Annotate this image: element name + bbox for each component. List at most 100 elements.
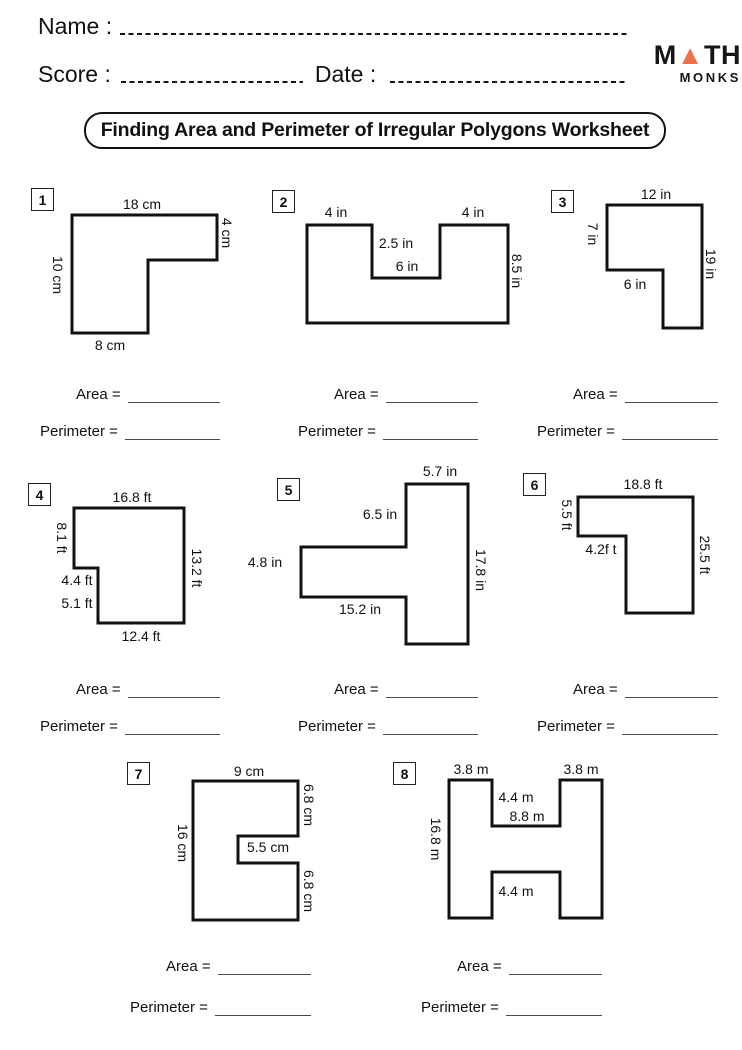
dimension-label: 5.5 cm [247, 839, 289, 855]
dimension-label: 5.7 in [423, 463, 457, 479]
dimension-label: 3.8 m [563, 761, 598, 777]
problem-7-area-row: Area = [166, 956, 311, 975]
dimension-label: 8.8 m [509, 808, 544, 824]
problem-1-perimeter-row: Perimeter = [40, 421, 220, 440]
logo-m: M [653, 40, 677, 70]
area-label: Area = [334, 680, 379, 698]
problem-1-number-box: 1 [31, 188, 54, 211]
area-blank [508, 955, 602, 975]
dimension-label: 5.5 ft [559, 499, 575, 530]
area-label: Area = [76, 680, 121, 698]
dimension-label: 4.4 ft [61, 572, 92, 588]
problem-5-shape [299, 482, 470, 646]
dimension-label: 16.8 m [428, 818, 444, 861]
problem-5-perimeter-row: Perimeter = [298, 716, 478, 735]
problem-8-area-row: Area = [457, 956, 602, 975]
problem-7-perimeter-row: Perimeter = [130, 997, 311, 1016]
perimeter-blank [505, 996, 602, 1016]
area-label: Area = [76, 385, 121, 403]
area-blank [217, 955, 311, 975]
problem-5-figure: 5.7 in 6.5 in 4.8 in 15.2 in 17.8 in [248, 463, 489, 646]
dimension-label: 4.8 in [248, 554, 282, 570]
problem-2-shape [305, 223, 510, 325]
score-line [120, 62, 303, 86]
logo-th: TH [704, 40, 741, 70]
dimension-label: 15.2 in [339, 601, 381, 617]
perimeter-blank [382, 715, 478, 735]
problem-6-area-row: Area = [573, 679, 718, 698]
area-label: Area = [457, 957, 502, 975]
name-label: Name : [38, 13, 113, 39]
dimension-label: 6 in [624, 276, 647, 292]
dimension-label: 4 in [462, 204, 485, 220]
dimension-label: 8 cm [95, 337, 125, 353]
problem-5-area-row: Area = [334, 679, 478, 698]
name-row: Name : [38, 14, 628, 38]
date-label: Date : [314, 61, 377, 87]
perimeter-label: Perimeter = [421, 998, 499, 1016]
perimeter-label: Perimeter = [298, 422, 376, 440]
perimeter-label: Perimeter = [537, 717, 615, 735]
area-blank [127, 678, 220, 698]
dimension-label: 6 in [396, 258, 419, 274]
dimension-label: 18.8 ft [624, 476, 663, 492]
logo-subtitle: MONKS [679, 70, 741, 85]
problem-6-figure: 18.8 ft 5.5 ft 4.2f t 25.5 ft [559, 476, 713, 615]
problem-6-number-box: 6 [523, 473, 546, 496]
problem-4-area-row: Area = [76, 679, 220, 698]
area-label: Area = [573, 385, 618, 403]
problem-7-number-box: 7 [127, 762, 150, 785]
problem-3-area-row: Area = [573, 384, 718, 403]
perimeter-blank [382, 420, 478, 440]
problem-5-number-box: 5 [277, 478, 300, 501]
dimension-label: 6.8 cm [301, 784, 317, 826]
problem-2-number-box: 2 [272, 190, 295, 213]
problem-6-perimeter-row: Perimeter = [537, 716, 718, 735]
area-blank [624, 383, 718, 403]
date-line [390, 62, 628, 86]
perimeter-blank [214, 996, 311, 1016]
problem-2-perimeter-row: Perimeter = [298, 421, 478, 440]
problem-1-shape [70, 213, 219, 335]
dimension-label: 5.1 ft [61, 595, 92, 611]
perimeter-label: Perimeter = [40, 717, 118, 735]
math-monks-logo: M▲TH MONKS [641, 40, 741, 85]
worksheet-title: Finding Area and Perimeter of Irregular … [84, 112, 666, 149]
dimension-label: 2.5 in [379, 235, 413, 251]
dimension-label: 17.8 in [473, 549, 489, 591]
problem-3-shape [605, 203, 704, 330]
dimension-label: 6.5 in [363, 506, 397, 522]
dimension-label: 16 cm [175, 824, 191, 862]
problem-8-perimeter-row: Perimeter = [421, 997, 602, 1016]
dimension-label: 13.2 ft [189, 549, 205, 588]
dimension-label: 19 in [703, 249, 719, 279]
dimension-label: 4 cm [219, 218, 235, 248]
area-label: Area = [166, 957, 211, 975]
perimeter-blank [621, 420, 718, 440]
problem-1-area-row: Area = [76, 384, 220, 403]
dimension-label: 10 cm [50, 256, 66, 294]
problem-3-number-box: 3 [551, 190, 574, 213]
logo-triangle-icon: ▲ [676, 40, 704, 70]
score-label: Score : [38, 61, 111, 87]
dimension-label: 12 in [641, 186, 671, 202]
score-date-row: Score : Date : [38, 62, 628, 86]
area-blank [385, 678, 478, 698]
dimension-label: 16.8 ft [113, 489, 152, 505]
dimension-label: 25.5 ft [697, 536, 713, 575]
problem-8-shape [447, 778, 604, 920]
dimension-label: 4.2f t [585, 541, 616, 557]
dimension-label: 4 in [325, 204, 348, 220]
perimeter-label: Perimeter = [298, 717, 376, 735]
perimeter-blank [124, 420, 220, 440]
area-blank [624, 678, 718, 698]
dimension-label: 3.8 m [453, 761, 488, 777]
dimension-label: 4.4 m [498, 789, 533, 805]
problem-2-area-row: Area = [334, 384, 478, 403]
problem-4-shape [72, 506, 186, 625]
